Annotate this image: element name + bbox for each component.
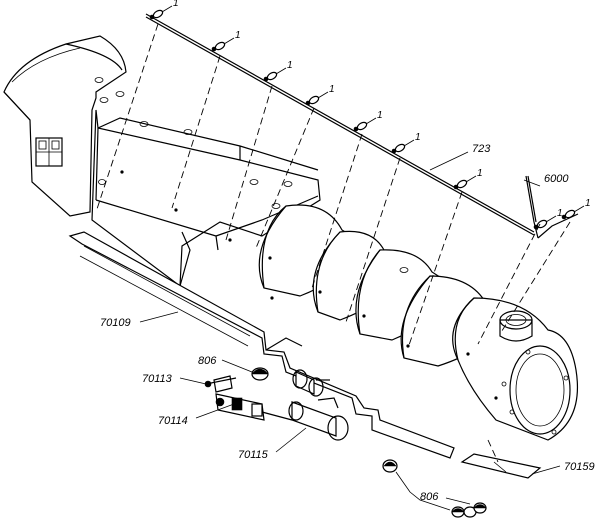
firebox xyxy=(91,109,321,288)
stanchion-callout-label: 1 xyxy=(329,84,335,95)
stanchion-callout-label: 1 xyxy=(173,0,179,9)
stanchion: 1 xyxy=(533,208,563,230)
stanchion-callout-label: 1 xyxy=(477,168,483,179)
stanchion-callout-label: 1 xyxy=(235,30,241,41)
part-70114-assembly xyxy=(215,393,293,421)
smokestack xyxy=(499,310,533,342)
label-70109: 70109 xyxy=(100,317,131,329)
stanchion-callout-label: 1 xyxy=(377,110,383,121)
stanchion: 1 xyxy=(305,84,335,106)
label-806-bottom: 806 xyxy=(420,491,439,503)
part-806-bottom xyxy=(382,459,487,518)
part-806-top xyxy=(251,367,269,381)
label-723: 723 xyxy=(472,143,491,155)
stanchion-callout-label: 1 xyxy=(415,132,421,143)
label-6000: 6000 xyxy=(544,173,569,185)
stanchion: 1 xyxy=(149,0,179,20)
part-70115-cylinders xyxy=(288,369,349,441)
label-70115: 70115 xyxy=(238,449,269,461)
boiler xyxy=(258,203,579,441)
stanchion: 1 xyxy=(211,30,241,52)
stanchion-callout-label: 1 xyxy=(557,208,563,219)
label-70113: 70113 xyxy=(142,373,173,385)
part-70113-screw xyxy=(204,375,237,393)
cab-window xyxy=(35,137,63,167)
frame-70109 xyxy=(68,231,455,459)
part-70159-plate xyxy=(460,439,542,479)
callout-labels: 723 6000 70109 806 70113 70114 70115 701… xyxy=(100,143,595,503)
callout-leaders xyxy=(139,151,561,511)
stanchion: 1 xyxy=(263,60,293,82)
stanchion: 1 xyxy=(453,168,483,190)
label-70159: 70159 xyxy=(564,461,595,473)
stanchion-group: 1 1 1 1 1 1 1 1 1 xyxy=(149,0,591,230)
stanchion-callout-label: 1 xyxy=(287,60,293,71)
label-806-top: 806 xyxy=(198,355,217,367)
label-70114: 70114 xyxy=(158,415,188,427)
stanchion: 1 xyxy=(353,110,383,132)
stanchion: 1 xyxy=(561,198,591,220)
stanchion-callout-label: 1 xyxy=(585,198,591,209)
stanchion: 1 xyxy=(391,132,421,154)
cab xyxy=(3,35,127,217)
stanchion-dashed-leaders xyxy=(95,23,571,349)
smokebox-door xyxy=(509,345,571,435)
